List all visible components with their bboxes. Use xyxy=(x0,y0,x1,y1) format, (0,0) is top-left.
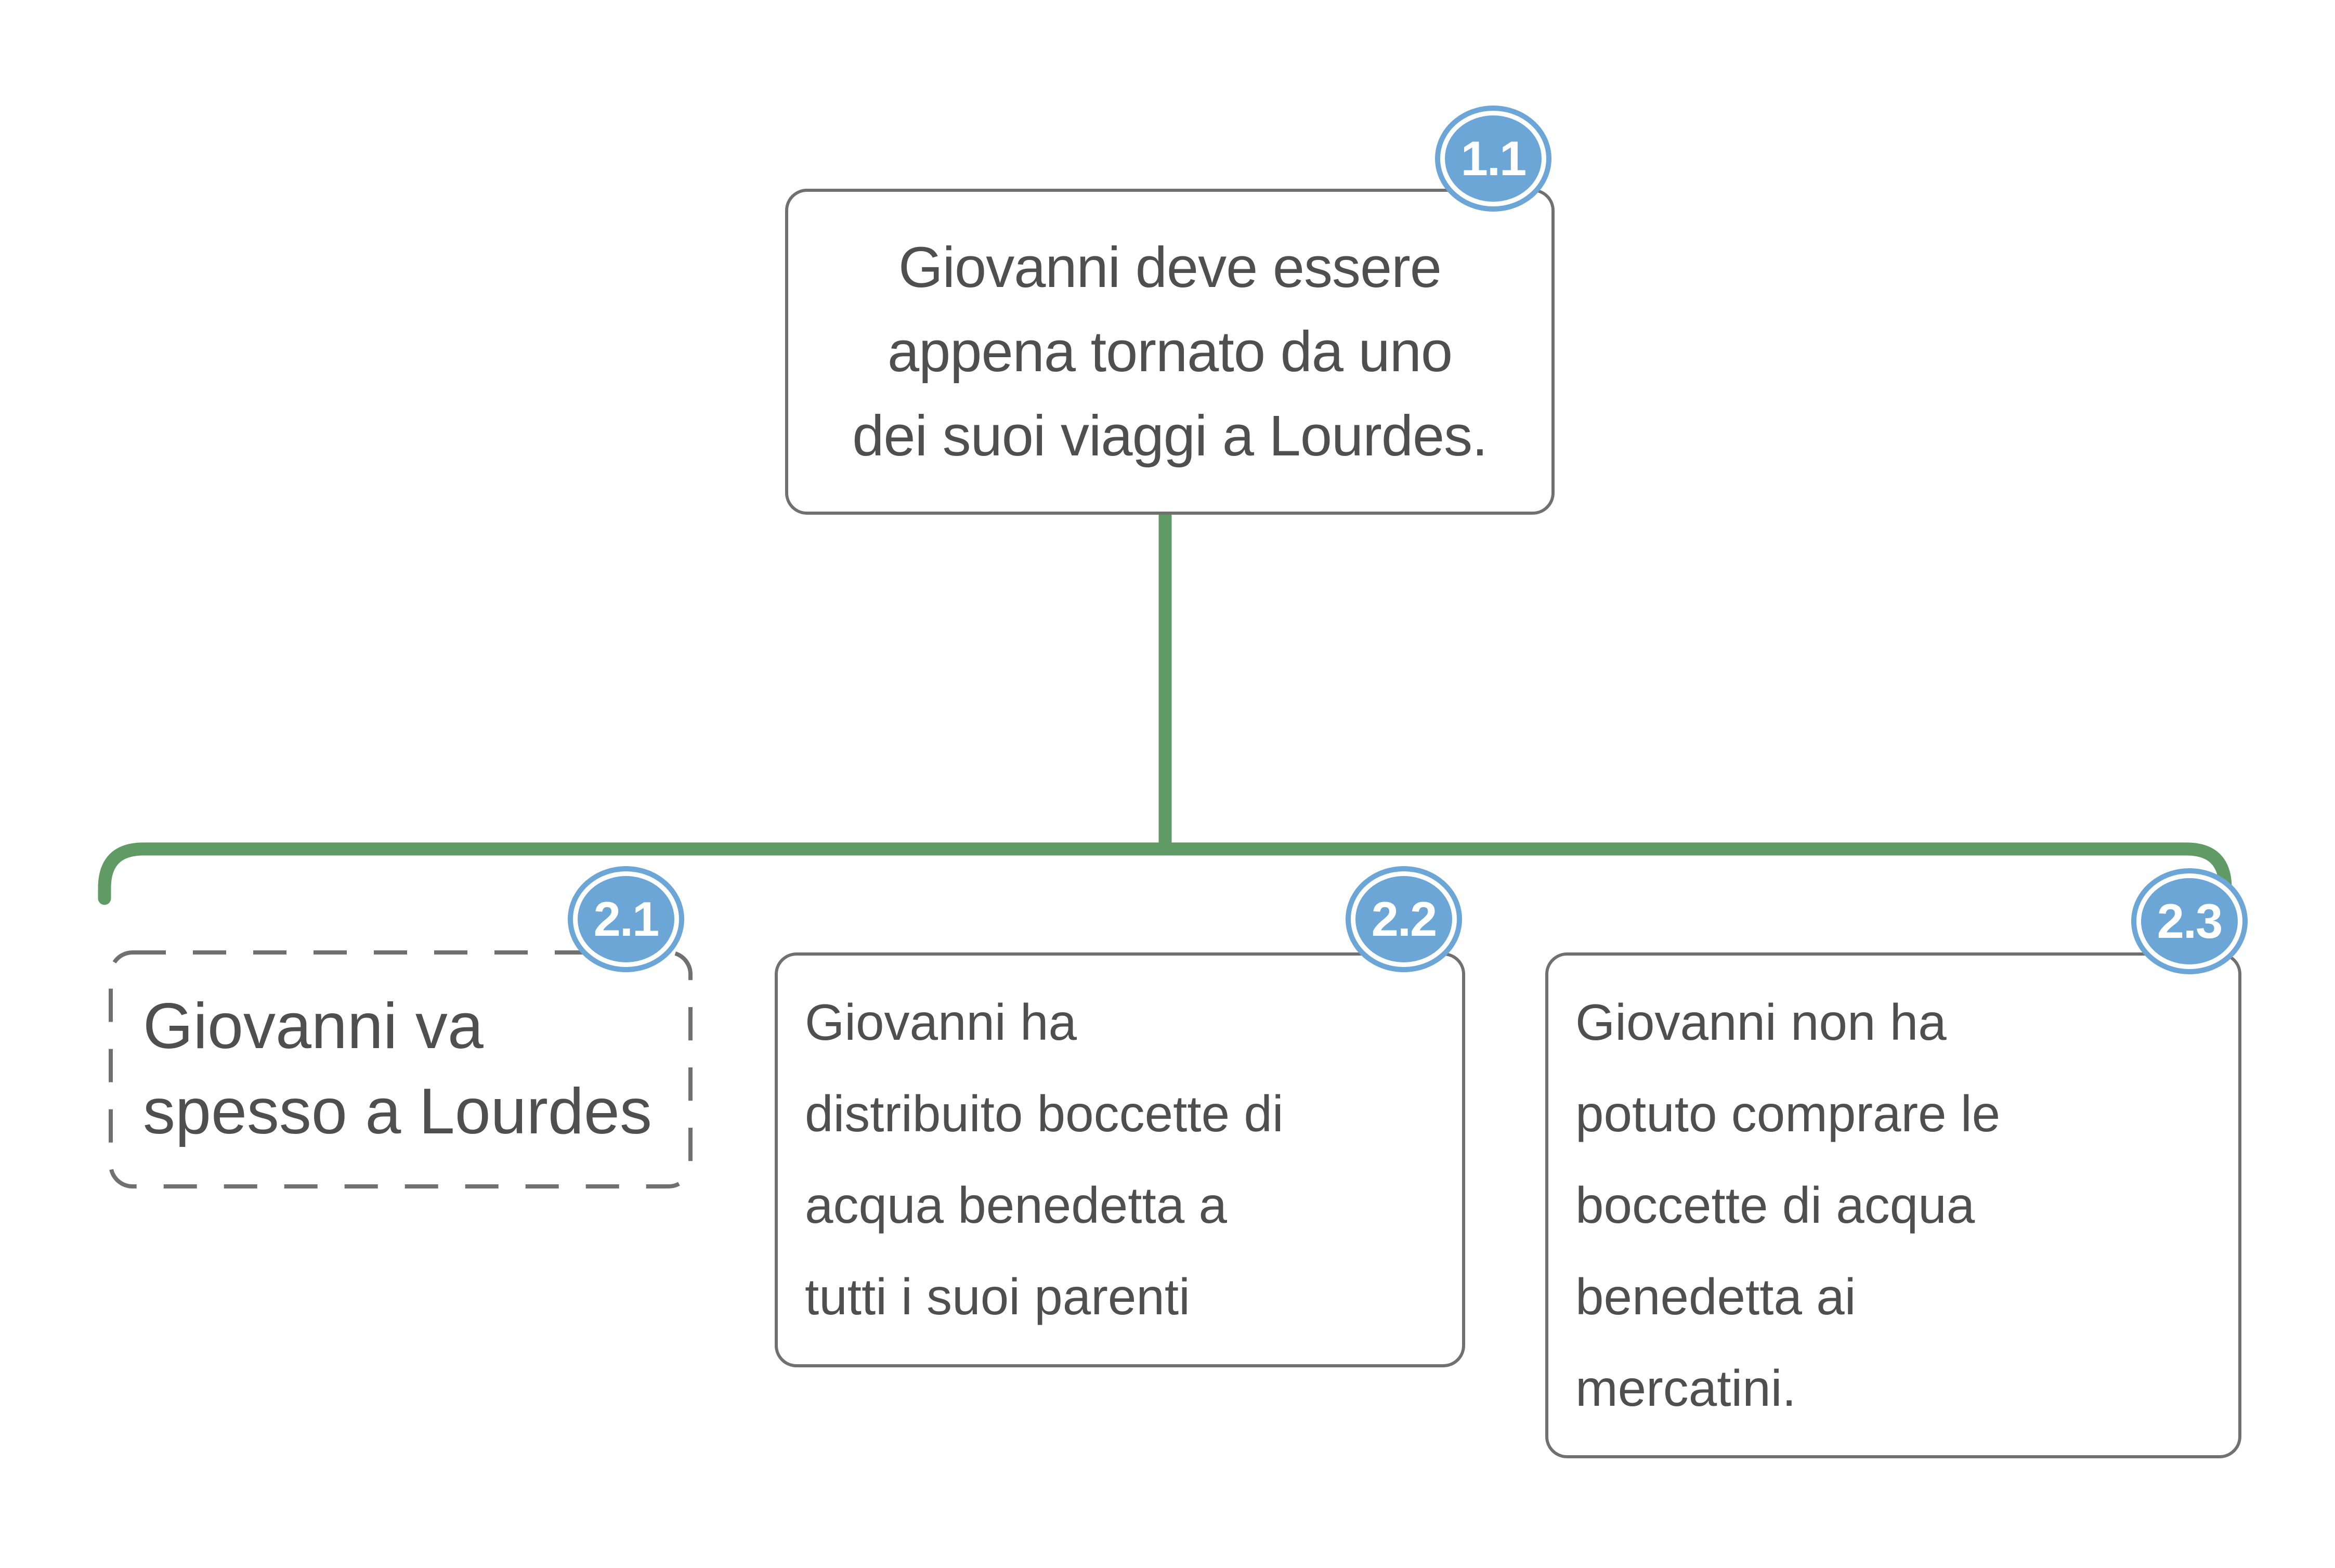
node-text-line: spesso a Lourdes xyxy=(143,1076,652,1147)
node-text-line: mercatini. xyxy=(1575,1360,1796,1417)
node-text-line: boccette di acqua xyxy=(1575,1177,1975,1234)
node-box-1-1[interactable]: Giovanni deve essere appena tornato da u… xyxy=(785,189,1555,515)
node-text-line: benedetta ai xyxy=(1575,1268,1856,1325)
node-box-2-2[interactable]: Giovanni ha distribuito boccette di acqu… xyxy=(775,952,1465,1367)
node-text-line: dei suoi viaggi a Lourdes. xyxy=(852,403,1488,468)
badge-label: 1.1 xyxy=(1460,131,1527,186)
node-text-line: tutti i suoi parenti xyxy=(805,1268,1190,1325)
badge-ring xyxy=(1351,871,1457,967)
node-text-line: acqua benedetta a xyxy=(805,1177,1227,1234)
node-text-line: appena tornato da uno xyxy=(887,319,1453,384)
node-text-line: Giovanni non ha xyxy=(1575,994,1947,1051)
node-text-line: Giovanni va xyxy=(143,990,484,1062)
badge-ring xyxy=(1440,111,1546,206)
dashed-node-border xyxy=(109,950,693,1188)
connector-bracket xyxy=(98,842,2232,905)
node-text-line: Giovanni deve essere xyxy=(898,235,1442,299)
node-text-line: distribuito boccette di xyxy=(805,1085,1284,1142)
badge-ring xyxy=(573,871,679,967)
badge-label: 2.2 xyxy=(1371,892,1438,946)
node-text-line: Giovanni ha xyxy=(805,994,1077,1051)
node-badge-2-3[interactable]: 2.3 xyxy=(2131,868,2248,974)
node-badge-1-1[interactable]: 1.1 xyxy=(1435,106,1551,212)
badge-label: 2.1 xyxy=(593,892,660,946)
node-badge-2-1[interactable]: 2.1 xyxy=(568,866,684,972)
node-box-2-3[interactable]: Giovanni non ha potuto comprare le bocce… xyxy=(1545,952,2241,1458)
node-box-2-1[interactable]: Giovanni va spesso a Lourdes xyxy=(109,951,693,1186)
node-text-line: potuto comprare le xyxy=(1575,1085,2001,1142)
badge-ring xyxy=(2136,873,2242,969)
badge-label: 2.3 xyxy=(2157,894,2223,948)
node-badge-2-2[interactable]: 2.2 xyxy=(1346,866,1462,972)
